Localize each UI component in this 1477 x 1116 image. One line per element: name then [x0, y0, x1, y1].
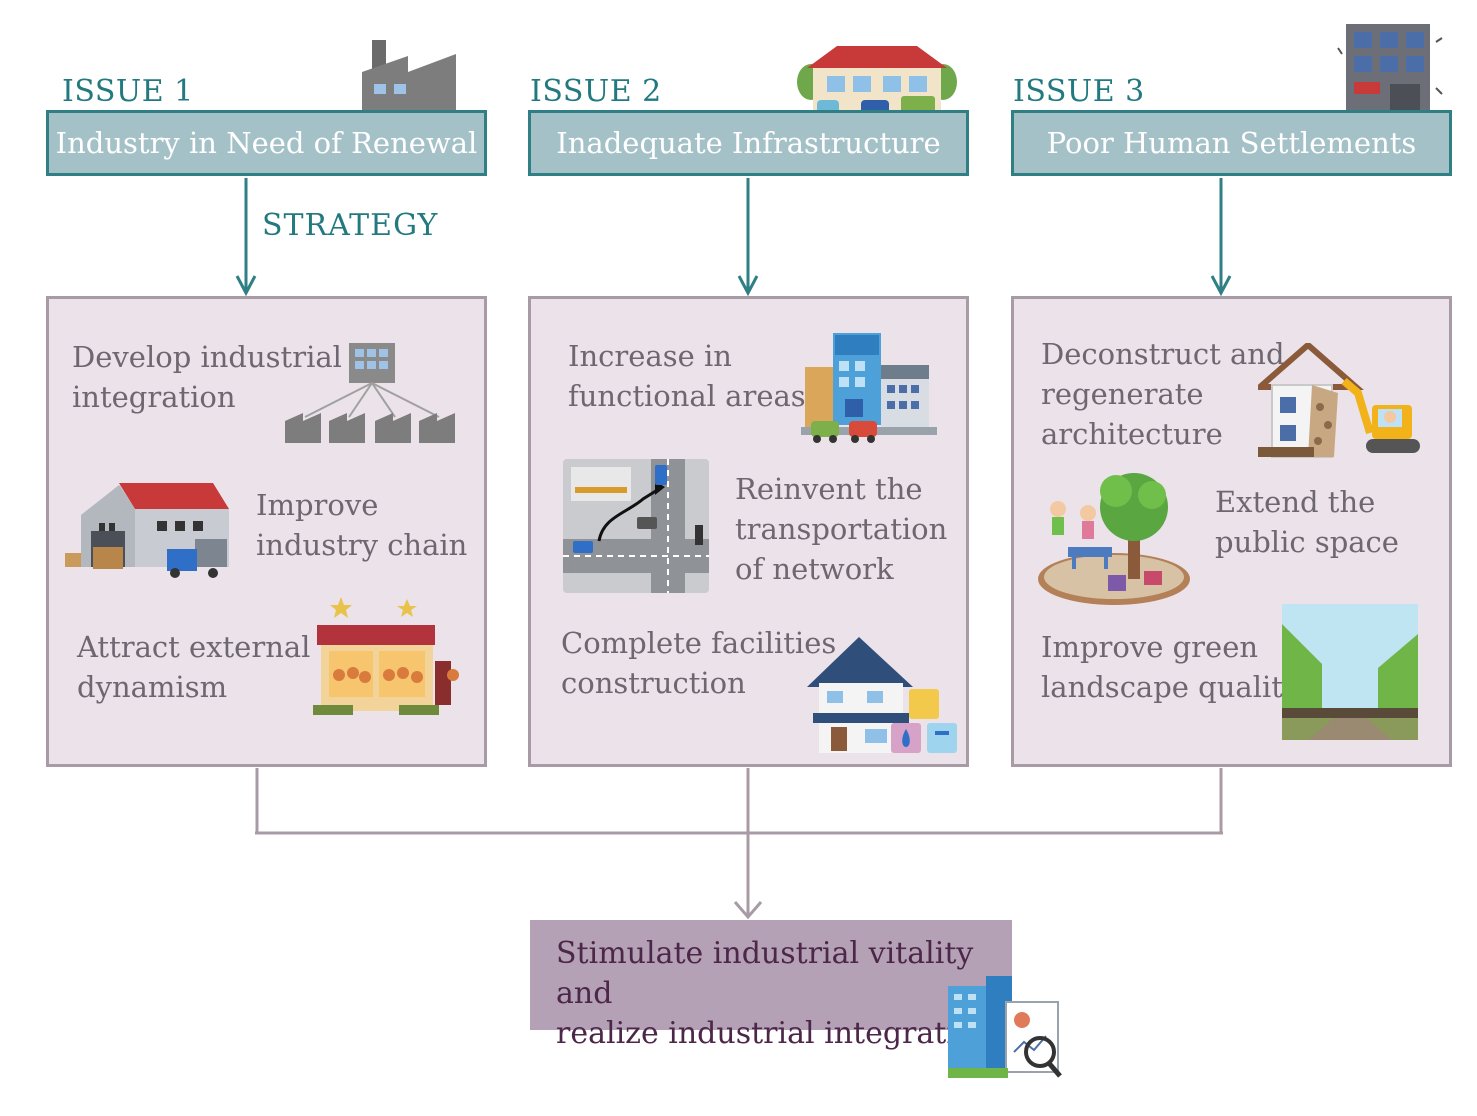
shopping-street-icon [797, 46, 957, 120]
result-box: Stimulate industrial vitality and realiz… [530, 920, 1012, 1051]
strategy-item-text: Develop industrial integration [72, 340, 342, 414]
issue-2-title: Inadequate Infrastructure [528, 110, 969, 176]
strategy-item-text: Increase in functional areas [568, 339, 806, 413]
strategy-panel-1: Develop industrial integration Improve i… [46, 296, 487, 767]
risk-building-icon [1337, 24, 1443, 120]
issue-3-label: ISSUE 3 [1013, 74, 1145, 109]
issue-3-title: Poor Human Settlements [1011, 110, 1452, 176]
issue-1-label: ISSUE 1 [62, 74, 194, 109]
strategy-item-text: Deconstruct and regenerate architecture [1041, 337, 1285, 451]
strategy-label: STRATEGY [262, 208, 439, 243]
strategy-panel-3: Deconstruct and regenerate architecture … [1011, 296, 1452, 767]
factory-icon [362, 40, 456, 116]
mall-hotel-icon [801, 333, 937, 443]
strategy-item-text: Extend the public space [1215, 485, 1399, 559]
city-report-icon [948, 976, 1062, 1078]
intersection-map-icon [563, 459, 709, 593]
strategy-item-text: Improve industry chain [256, 488, 468, 562]
tree-avenue-icon [1282, 604, 1418, 740]
issue-2-label: ISSUE 2 [530, 74, 662, 109]
shop-crowd-icon [313, 597, 459, 715]
factory-network-icon [285, 343, 455, 443]
issue-1-title: Industry in Need of Renewal [46, 110, 487, 176]
warehouse-truck-icon [65, 483, 229, 578]
strategy-item-text: Reinvent the transportation of network [735, 472, 948, 586]
strategy-item-text: Complete facilities construction [561, 626, 837, 700]
strategy-item-text: Attract external dynamism [77, 630, 311, 704]
house-utilities-icon [807, 637, 957, 753]
park-children-icon [1038, 473, 1190, 605]
strategy-item-text: Improve green landscape quality [1041, 630, 1300, 704]
demolition-excavator-icon [1258, 343, 1420, 458]
strategy-panel-2: Increase in functional areas Reinvent th… [528, 296, 969, 767]
